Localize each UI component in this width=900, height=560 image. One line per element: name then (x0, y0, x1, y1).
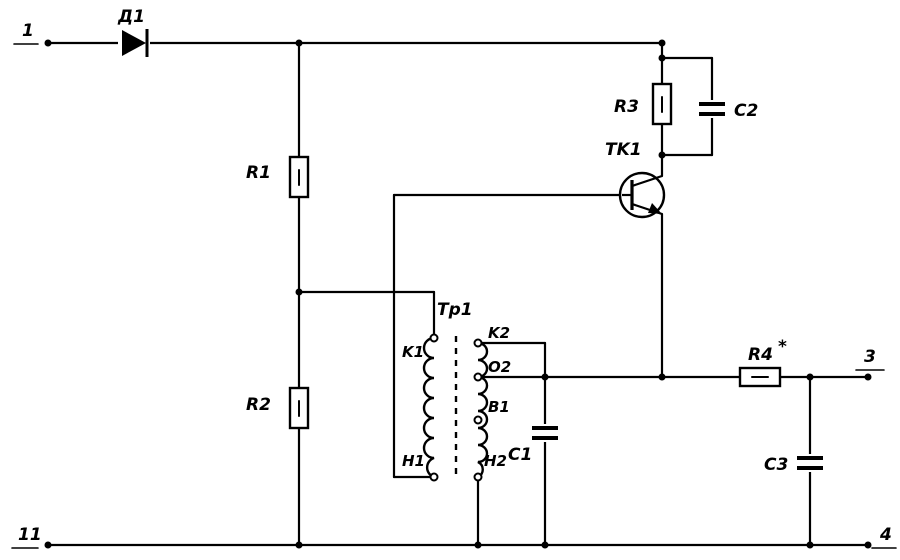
tap-h1 (429, 472, 439, 482)
winding-k2-label: K2 (488, 324, 510, 342)
wires (46, 41, 870, 547)
terminal-1-label: 1 (22, 21, 34, 41)
transistor-tk1-label: TK1 (605, 140, 642, 160)
diode-d1 (118, 29, 150, 57)
terminal-3-label: 3 (864, 347, 876, 367)
terminal-points (44, 39, 872, 549)
resistor-r2-label: R2 (246, 395, 271, 415)
labels: 1 11 3 4 Д1 R1 R2 R3 C2 TK1 Тр1 C1 R4 * … (11, 7, 897, 549)
terminal-4-point (864, 541, 872, 549)
transformer-tr1-label: Тр1 (437, 300, 473, 320)
resistor-r4-mark-label: * (778, 337, 787, 357)
terminal-3-point (864, 373, 872, 381)
winding-h1-label: H1 (402, 452, 425, 470)
tap-h2 (473, 472, 483, 482)
capacitor-c1-label: C1 (508, 445, 532, 465)
tap-k1 (429, 333, 439, 343)
capacitor-c3-label: C3 (764, 455, 788, 475)
capacitor-c2-label: C2 (734, 101, 758, 121)
capacitor-c1 (531, 424, 559, 442)
terminal-1-point (44, 39, 52, 47)
winding-h2-label: H2 (484, 452, 507, 470)
diode-d1-label: Д1 (117, 7, 145, 27)
tap-b1 (473, 415, 483, 425)
resistor-r4-label: R4 (748, 345, 773, 365)
terminal-11-point (44, 541, 52, 549)
winding-b1-label: B1 (488, 398, 510, 416)
winding-k1-label: K1 (402, 343, 424, 361)
terminal-4-label: 4 (879, 525, 892, 545)
capacitor-c3 (796, 454, 824, 472)
terminal-11-label: 11 (18, 525, 42, 545)
resistor-r3-label: R3 (614, 97, 639, 117)
junctions (295, 39, 814, 549)
winding-o2-label: O2 (488, 358, 511, 376)
tap-o2 (473, 372, 483, 382)
resistor-r1-label: R1 (246, 163, 271, 183)
tap-k2 (473, 338, 483, 348)
transistor-tk1 (618, 171, 666, 219)
transformer-tr1 (422, 333, 489, 482)
capacitor-c2 (698, 100, 726, 118)
